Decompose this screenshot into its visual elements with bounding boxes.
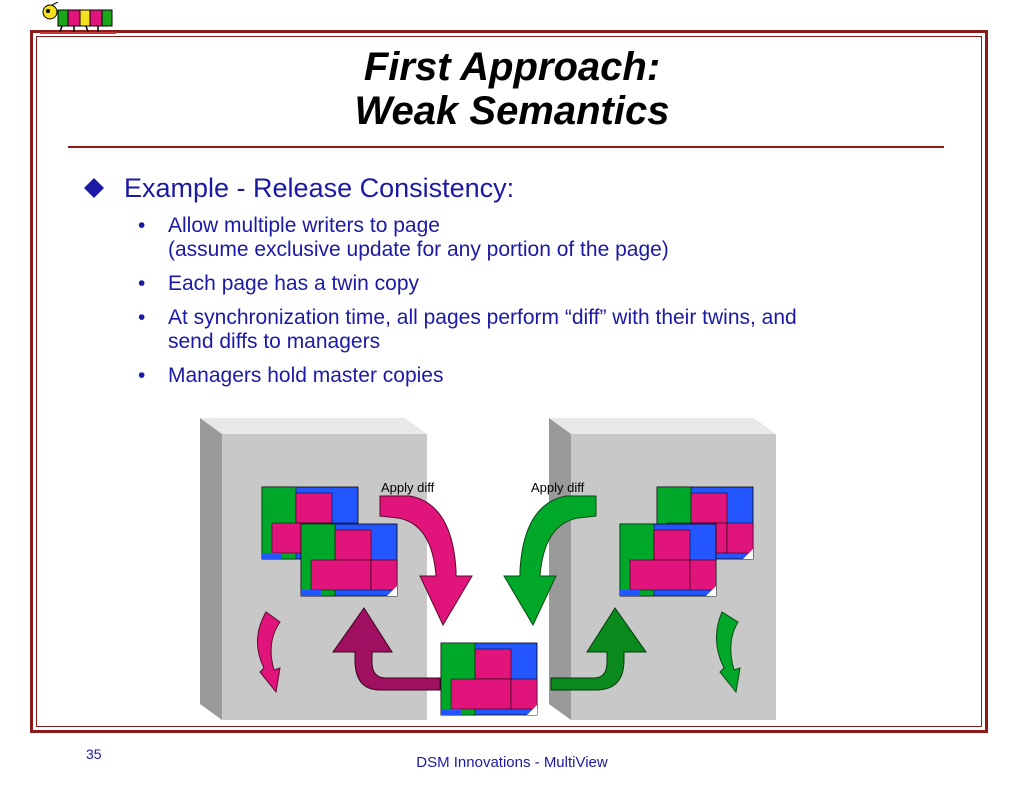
return-arrow-left xyxy=(332,607,441,691)
left-page xyxy=(300,523,398,597)
main-bullet-text: Example - Release Consistency: xyxy=(124,173,515,203)
diamond-bullet-icon xyxy=(84,178,104,198)
title-divider xyxy=(68,146,944,148)
return-arrow-right xyxy=(550,607,647,691)
sub-bullet-dot: • xyxy=(138,364,146,387)
title-line-1: First Approach: xyxy=(363,45,661,89)
sub-bullet: • Each page has a twin copy xyxy=(138,272,958,296)
apply-diff-label-right: Apply diff xyxy=(531,480,585,495)
apply-diff-arrow-right xyxy=(503,495,597,627)
slide-frame-inner xyxy=(36,36,982,727)
slide-footer: DSM Innovations - MultiView xyxy=(416,754,608,771)
slide-frame-outer xyxy=(30,30,988,733)
sub-bullet-dot: • xyxy=(138,306,146,329)
sub-bullet-line: Managers hold master copies xyxy=(168,364,444,387)
sub-bullet: • Managers hold master copies xyxy=(138,364,958,388)
sub-bullet-line: Allow multiple writers to page xyxy=(168,214,440,237)
sub-bullet: • Allow multiple writers to page (assume… xyxy=(138,214,958,262)
master-page xyxy=(440,642,538,716)
sub-bullet-dot: • xyxy=(138,272,146,295)
sub-bullet-dot: • xyxy=(138,214,146,237)
right-page xyxy=(619,523,717,597)
sub-bullet-line: At synchronization time, all pages perfo… xyxy=(168,306,797,329)
sub-bullet-list: • Allow multiple writers to page (assume… xyxy=(138,214,958,398)
sub-bullet-line: (assume exclusive update for any portion… xyxy=(168,238,669,261)
apply-diff-arrow-left xyxy=(379,495,473,627)
apply-diff-label-left: Apply diff xyxy=(381,480,435,495)
slide-title: First Approach: Weak Semantics xyxy=(0,45,1024,133)
title-line-2: Weak Semantics xyxy=(354,89,670,133)
local-write-arrow-left xyxy=(257,611,281,694)
sub-bullet-line: Each page has a twin copy xyxy=(168,272,419,295)
slide-number: 35 xyxy=(86,746,102,762)
sub-bullet: • At synchronization time, all pages per… xyxy=(138,306,958,354)
sub-bullet-line: send diffs to managers xyxy=(168,330,381,353)
local-write-arrow-right xyxy=(716,611,741,694)
ant-logo-icon xyxy=(40,2,116,34)
